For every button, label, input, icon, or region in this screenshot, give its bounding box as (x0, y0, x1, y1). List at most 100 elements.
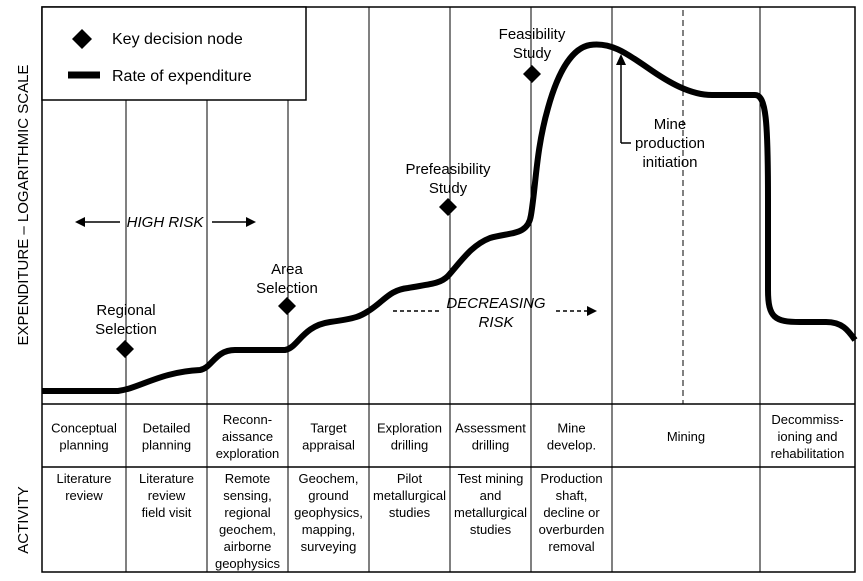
activity-label-line: Literature (139, 471, 194, 486)
y-axis-label: EXPENDITURE – LOGARITHMIC SCALE (15, 65, 32, 346)
decision-node-line: Study (429, 180, 468, 197)
activity-label-line: Pilot (397, 471, 423, 486)
legend-expenditure-label: Rate of expenditure (112, 68, 252, 85)
mine-production-annotation: Mine production initiation (616, 54, 705, 171)
column-dividers (125, 7, 761, 572)
activity-label-line: metallurgical (373, 488, 446, 503)
activity-label-line: shaft, (556, 488, 588, 503)
stage-label-line: Reconn- (223, 412, 272, 427)
activity-label-line: studies (470, 522, 512, 537)
activity-label-line: and (480, 488, 502, 503)
high-risk-annotation: HIGH RISK (75, 214, 256, 231)
activity-cell: Pilot metallurgical studies (373, 471, 446, 520)
decision-node-line: Area (271, 261, 303, 278)
legend-decision-label: Key decision node (112, 31, 243, 48)
stage-label-line: drilling (391, 438, 429, 453)
decision-node-line: Selection (95, 321, 157, 338)
high-risk-label: HIGH RISK (127, 214, 205, 231)
arrow-right-icon (587, 306, 597, 316)
arrow-left-icon (75, 217, 85, 227)
activity-label-line: removal (548, 539, 594, 554)
activity-label-line: mapping, (302, 522, 355, 537)
stage-row: Conceptual planning Detailed planning Reconn… (51, 412, 844, 461)
decision-node-label: Prefeasibility Study (405, 161, 491, 197)
stage-label-line: rehabilitation (771, 446, 845, 461)
decreasing-risk-annotation: DECREASING RISK (393, 295, 597, 331)
stage-label-line: exploration (216, 446, 280, 461)
activity-label-line: overburden (539, 522, 605, 537)
diagram-frame (41, 6, 856, 573)
activity-label-line: decline or (543, 505, 600, 520)
diamond-icon (116, 340, 134, 358)
decision-node-label: Regional Selection (95, 302, 157, 338)
activity-label-line: metallurgical (454, 505, 527, 520)
decreasing-risk-label: DECREASING (446, 295, 546, 312)
stage-cell: Assessment drilling (455, 421, 526, 453)
activity-cell: Test mining and metallurgical studies (454, 471, 527, 537)
stage-label-line: planning (142, 438, 191, 453)
arrow-right-icon (246, 217, 256, 227)
activity-label-line: Remote (225, 471, 271, 486)
stage-cell: Exploration drilling (377, 421, 442, 453)
decision-node-line: Selection (256, 280, 318, 297)
stage-label-line: Target (310, 421, 347, 436)
activity-label-line: Literature (57, 471, 112, 486)
stage-label-line: Decommiss- (771, 412, 843, 427)
stage-label-line: Conceptual (51, 421, 117, 436)
stage-cell: Decommiss-ioning and rehabilitation (771, 412, 845, 461)
decision-node-line: Study (513, 45, 552, 62)
decreasing-risk-label: RISK (478, 314, 514, 331)
activity-cell: Literature review field visit (139, 471, 194, 520)
stage-cell: Target appraisal (302, 421, 355, 453)
activity-axis-label: ACTIVITY (15, 486, 32, 554)
diamond-icon (278, 297, 296, 315)
decision-node-line: Feasibility (499, 26, 566, 43)
decision-node-line: Regional (96, 302, 155, 319)
activity-label-line: geophysics (215, 556, 281, 571)
stage-label-line: Mining (667, 429, 705, 444)
expenditure-curve (42, 41, 858, 394)
activity-label-line: review (148, 488, 186, 503)
mine-production-label: production (635, 135, 705, 152)
stage-label-line: Mine (557, 421, 585, 436)
decision-node-label: Area Selection (256, 261, 318, 297)
mine-production-label: initiation (642, 154, 697, 171)
stage-label-line: drilling (472, 438, 510, 453)
mine-production-label: Mine (654, 116, 687, 133)
activity-label-line: Test mining (458, 471, 524, 486)
stage-label-line: Assessment (455, 421, 526, 436)
arrow-up-icon (616, 54, 626, 65)
activity-label-line: Geochem, (299, 471, 359, 486)
activity-label-line: ground (308, 488, 348, 503)
activity-cell: Geochem, ground geophysics, mapping, surveyi… (294, 471, 363, 554)
stage-label-line: Exploration (377, 421, 442, 436)
activity-label-line: geochem, (219, 522, 276, 537)
diamond-icon (439, 198, 457, 216)
activity-label-line: sensing, (223, 488, 271, 503)
activity-label-line: surveying (301, 539, 357, 554)
stage-label-line: Detailed (143, 421, 191, 436)
stage-label-line: planning (59, 438, 108, 453)
activity-label-line: review (65, 488, 103, 503)
decision-node-line: Prefeasibility (405, 161, 491, 178)
stage-cell: Mining (667, 429, 705, 444)
activity-label-line: geophysics, (294, 505, 363, 520)
activity-cell: Literature review (57, 471, 112, 503)
activity-label-line: regional (224, 505, 270, 520)
legend-box (41, 6, 307, 101)
stage-label-line: aissance (222, 429, 273, 444)
activity-label-line: field visit (142, 505, 192, 520)
stage-cell: Conceptual planning (51, 421, 117, 453)
stage-label-line: develop. (547, 438, 596, 453)
diamond-icon (72, 29, 92, 49)
decision-node-label: Feasibility Study (499, 26, 566, 62)
activity-cell: Remotesensing,regionalgeochem,airbornege… (215, 471, 281, 571)
legend-expenditure-item: Rate of expenditure (68, 68, 252, 85)
stage-label-line: ioning and (778, 429, 838, 444)
stage-cell: Reconn-aissance exploration (216, 412, 280, 461)
legend-decision-item: Key decision node (72, 29, 243, 49)
stage-label-line: appraisal (302, 438, 355, 453)
activity-label-line: studies (389, 505, 431, 520)
